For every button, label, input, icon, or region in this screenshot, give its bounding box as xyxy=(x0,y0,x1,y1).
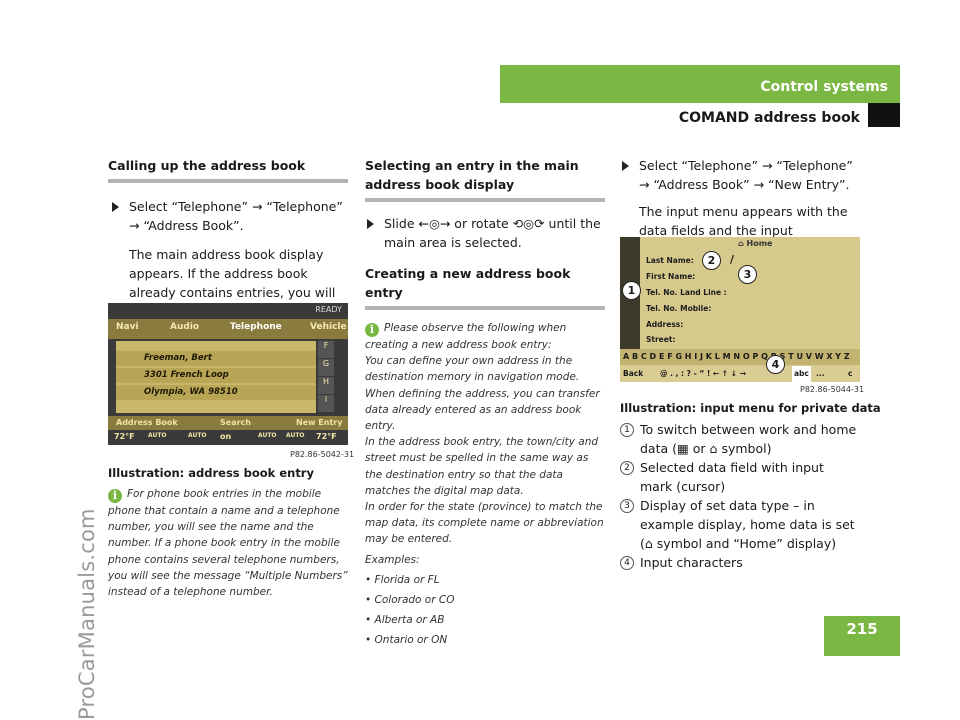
auto-2: AUTO xyxy=(188,432,207,439)
info-icon: i xyxy=(365,323,379,337)
legend-number: 2 xyxy=(620,461,634,475)
legend-list: 1 To switch between work and home data (▦… xyxy=(620,420,860,572)
legend-text: Input characters xyxy=(640,555,743,570)
cursor: / xyxy=(730,253,735,266)
legend-number: 3 xyxy=(620,499,634,513)
divider xyxy=(365,306,605,310)
bottom-row: Back @ . , : ? - “ ! ← ↑ ↓ → abc ... c xyxy=(620,366,860,382)
legend-number: 4 xyxy=(620,556,634,570)
legend-item: 2 Selected data field with input mark (cu… xyxy=(620,458,860,496)
info-text-1: For phone book entries in the mobile pho… xyxy=(108,488,348,599)
field-tel-mobile[interactable]: Tel. No. Mobile: xyxy=(646,304,712,313)
step-text-2: Slide ←◎→ or rotate ⟲◎⟳ until the main a… xyxy=(367,214,605,252)
legend-item: 1 To switch between work and home data (▦… xyxy=(620,420,860,458)
info-line-4: In order for the state (province) to mat… xyxy=(365,501,604,546)
letter-g[interactable]: G xyxy=(318,359,334,376)
heading-calling: Calling up the address book xyxy=(108,158,306,173)
temp-left: 72°F xyxy=(114,432,135,441)
section-title: Control systems xyxy=(760,79,888,95)
letter-h[interactable]: H xyxy=(318,377,334,394)
more-button[interactable]: ... xyxy=(816,369,825,378)
heading-selecting: Selecting an entry in the main address b… xyxy=(365,158,579,192)
entry-street: 3301 French Loop xyxy=(116,368,316,383)
figure-id-2: P82.86-5044-31 xyxy=(800,385,865,394)
field-tel-land[interactable]: Tel. No. Land Line : xyxy=(646,288,727,297)
tab-navi[interactable]: Navi xyxy=(116,322,139,332)
example-item: Colorado or CO xyxy=(374,594,455,607)
bottom-bar: Address Book Search New Entry xyxy=(108,416,348,430)
heading-creating: Creating a new address book entry xyxy=(365,266,571,300)
info-line-1: Please observe the following when creati… xyxy=(365,322,567,351)
letter-index: F G H I xyxy=(318,341,334,413)
legend-item: 3 Display of set data type – in example d… xyxy=(620,496,860,553)
new-entry-button[interactable]: New Entry xyxy=(296,418,343,427)
tab-bar: Navi Audio Telephone Vehicle xyxy=(108,319,348,339)
header-band xyxy=(500,65,900,103)
address-book-screen: READY Navi Audio Telephone Vehicle Freem… xyxy=(108,303,348,445)
caption-2: Illustration: input menu for private dat… xyxy=(620,401,881,415)
tab-audio[interactable]: Audio xyxy=(170,322,200,332)
symbol-keys[interactable]: @ . , : ? - “ ! ← ↑ ↓ → xyxy=(660,369,746,378)
field-first-name[interactable]: First Name: xyxy=(646,272,696,281)
column-2: Selecting an entry in the main address b… xyxy=(365,156,605,649)
field-last-name[interactable]: Last Name: xyxy=(646,256,694,265)
tab-vehicle[interactable]: Vehicle xyxy=(310,322,347,332)
address-book-button[interactable]: Address Book xyxy=(116,418,178,427)
legend-number: 1 xyxy=(620,423,634,437)
callout-1: 1 xyxy=(622,281,641,300)
column-1: Calling up the address book Select “Tele… xyxy=(108,156,348,321)
legend-item: 4 Input characters xyxy=(620,553,860,572)
status-on: on xyxy=(220,432,232,441)
step-text-3: Select “Telephone” → “Telephone” → “Addr… xyxy=(622,156,860,194)
home-indicator: ⌂ Home xyxy=(738,239,773,248)
legend-text: Selected data field with input mark (cur… xyxy=(640,460,824,494)
auto-1: AUTO xyxy=(148,432,167,439)
legend-text: Display of set data type – in example di… xyxy=(640,498,855,551)
field-address[interactable]: Address: xyxy=(646,320,684,329)
legend-text: To switch between work and home data (▦ … xyxy=(640,422,857,456)
auto-3: AUTO xyxy=(258,432,277,439)
letter-i[interactable]: I xyxy=(318,395,334,412)
example-item: Alberta or AB xyxy=(374,614,445,627)
info-line-2: You can define your own address in the d… xyxy=(365,355,600,433)
watermark: ProCarManuals.com xyxy=(75,508,99,720)
page-title: COMAND address book xyxy=(678,110,860,126)
header-marker xyxy=(868,103,900,127)
input-menu-screen: ⌂ Home Last Name: / First Name: Tel. No.… xyxy=(620,237,860,382)
info-line-3: In the address book entry, the town/city… xyxy=(365,436,599,497)
clear-button[interactable]: c xyxy=(848,369,853,378)
tab-telephone[interactable]: Telephone xyxy=(230,322,282,332)
ready-label: READY xyxy=(315,305,342,314)
step-text: Select “Telephone” → “Telephone” → “Addr… xyxy=(112,197,348,235)
climate-status: 72°F AUTO AUTO on AUTO AUTO 72°F xyxy=(108,430,348,445)
caption-1: Illustration: address book entry xyxy=(108,466,314,480)
auto-4: AUTO xyxy=(286,432,305,439)
letter-f[interactable]: F xyxy=(318,341,334,358)
figure-id-1: P82.86-5042-31 xyxy=(290,450,355,459)
entry-name: Freeman, Bert xyxy=(116,351,316,366)
example-item: Florida or FL xyxy=(374,573,440,586)
back-button[interactable]: Back xyxy=(623,369,644,378)
info-icon: i xyxy=(108,489,122,503)
character-row[interactable]: A B C D E F G H I J K L M N O P Q R S T … xyxy=(620,349,860,365)
entry-city: Olympia, WA 98510 xyxy=(116,385,316,400)
temp-right: 72°F xyxy=(316,432,337,441)
field-street[interactable]: Street: xyxy=(646,335,676,344)
abc-button[interactable]: abc xyxy=(792,366,811,382)
page-number: 215 xyxy=(824,616,900,656)
callout-3: 3 xyxy=(738,265,757,284)
home-label: Home xyxy=(746,239,773,248)
example-item: Ontario or ON xyxy=(374,634,448,647)
examples-label: Examples: xyxy=(365,553,420,566)
divider xyxy=(365,198,605,202)
divider xyxy=(108,179,348,183)
callout-4: 4 xyxy=(766,355,785,374)
callout-2: 2 xyxy=(702,251,721,270)
search-button[interactable]: Search xyxy=(220,418,251,427)
